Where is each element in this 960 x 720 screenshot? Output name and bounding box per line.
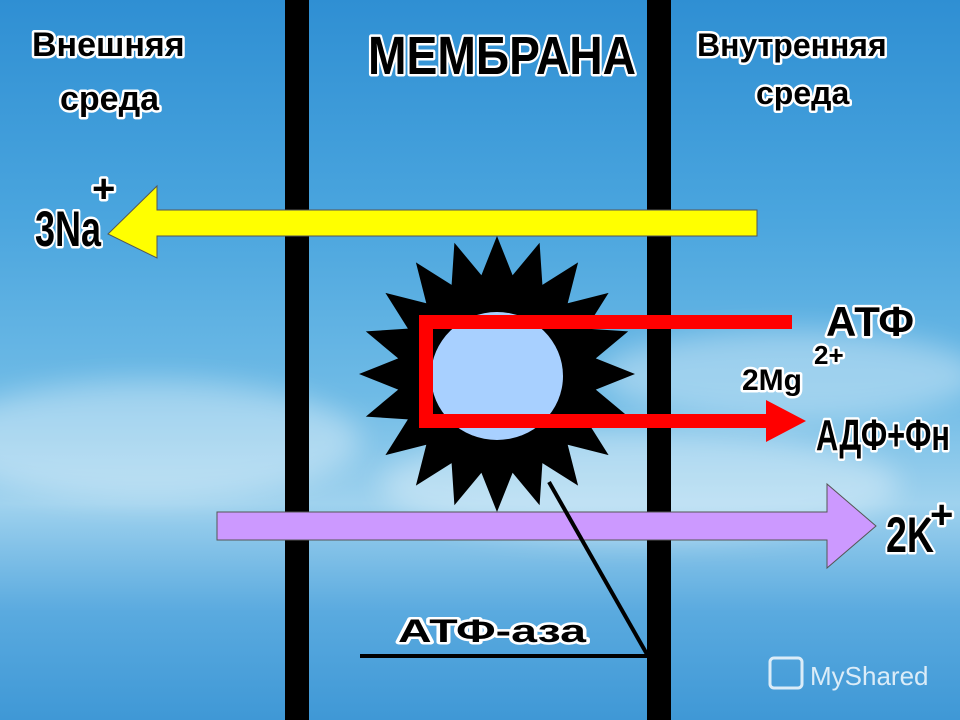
magnesium-charge: 2+ [814, 340, 844, 370]
watermark: MyShared [768, 656, 929, 691]
inner-medium-label-line2: среда [756, 75, 849, 111]
atpase-label: АТФ-аза [398, 613, 586, 649]
atp-label: АТФ [826, 298, 914, 345]
atpase-pointer-line [547, 481, 650, 657]
protein-core [431, 312, 563, 440]
membrane-label: МЕМБРАНА [368, 26, 636, 86]
magnesium-label: 2Mg [742, 364, 802, 397]
atp-arrowhead [766, 400, 806, 442]
outer-medium-label-line1: Внешняя [32, 26, 185, 64]
watermark-logo-icon [768, 656, 804, 690]
sodium-arrow [107, 184, 758, 259]
inner-medium-label-line1: Внутренняя [697, 27, 887, 63]
potassium-ion-label: 2K [886, 507, 934, 563]
watermark-text: MyShared [810, 661, 929, 691]
potassium-charge: + [930, 493, 953, 537]
membrane-outer-line [285, 0, 309, 720]
outer-medium-label-line2: среда [60, 80, 160, 118]
membrane-inner-line [647, 0, 671, 720]
potassium-arrow [216, 482, 877, 570]
adp-phosphate-label: АДФ+Фн [816, 411, 950, 460]
atp-hydrolysis-arrow [419, 315, 792, 428]
sodium-charge: + [92, 167, 115, 211]
sodium-ion-label: 3Na [35, 201, 102, 257]
